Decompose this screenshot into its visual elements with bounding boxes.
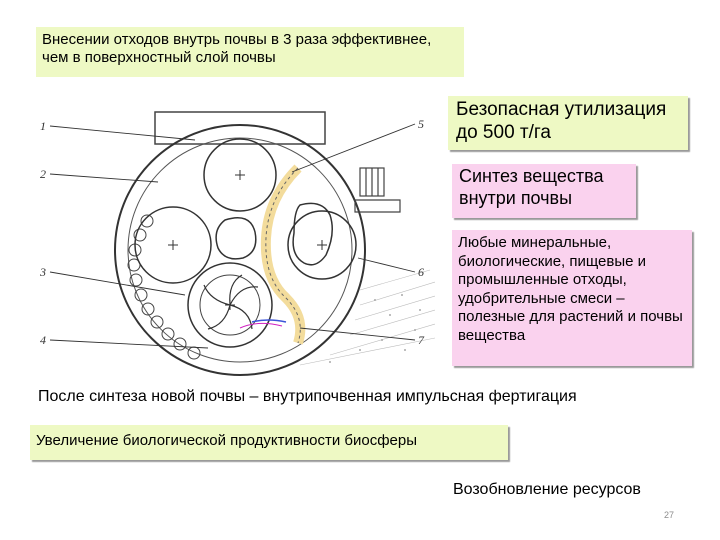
- renewal-statement: Возобновление ресурсов: [453, 481, 641, 498]
- label-5: 5: [418, 117, 424, 131]
- top-statement-text: Внесении отходов внутрь почвы в 3 раза э…: [42, 31, 432, 67]
- rotor-outer: [187, 262, 273, 348]
- label-2: 2: [40, 167, 46, 181]
- right-support: [354, 167, 401, 213]
- fertigation-statement: После синтеза новой почвы – внутрипочвен…: [38, 388, 577, 405]
- label-1: 1: [40, 119, 46, 133]
- blue-accent: [251, 319, 287, 323]
- waste-types-box: Любые минеральные, биологические, пищевы…: [452, 230, 692, 366]
- drums: [134, 138, 357, 284]
- bio-productivity-text: Увеличение биологической продуктивности …: [36, 432, 418, 449]
- center-blob: [215, 217, 257, 260]
- page-number: 27: [664, 510, 675, 520]
- label-6: 6: [418, 265, 424, 279]
- waste-types-text: Любые минеральные, биологические, пищевы…: [458, 234, 683, 344]
- right-blob: [292, 202, 333, 266]
- safe-disposal-box: Безопасная утилизация до 500 т/га: [448, 96, 688, 150]
- safe-disposal-text: Безопасная утилизация до 500 т/га: [456, 99, 667, 144]
- synthesis-box: Синтез вещества внутри почвы: [452, 164, 636, 218]
- drum-crosses: [168, 170, 327, 250]
- label-3: 3: [39, 265, 46, 279]
- soil-machine-diagram: 1 2 3 4 5 6 7: [39, 111, 435, 376]
- soil-dots: [329, 294, 421, 363]
- bio-productivity-box: Увеличение биологической продуктивности …: [30, 425, 508, 460]
- label-7: 7: [418, 333, 425, 347]
- inner-drum: [127, 137, 353, 363]
- top-statement-box: Внесении отходов внутрь почвы в 3 раза э…: [36, 27, 464, 77]
- outer-drum: [114, 124, 366, 376]
- label-4: 4: [40, 333, 46, 347]
- leader-lines: [49, 123, 416, 349]
- rotor-inner: [199, 274, 261, 336]
- soil-hatching: [299, 269, 435, 366]
- synthesis-text: Синтез вещества внутри почвы: [459, 166, 604, 208]
- magenta-accent: [239, 322, 283, 329]
